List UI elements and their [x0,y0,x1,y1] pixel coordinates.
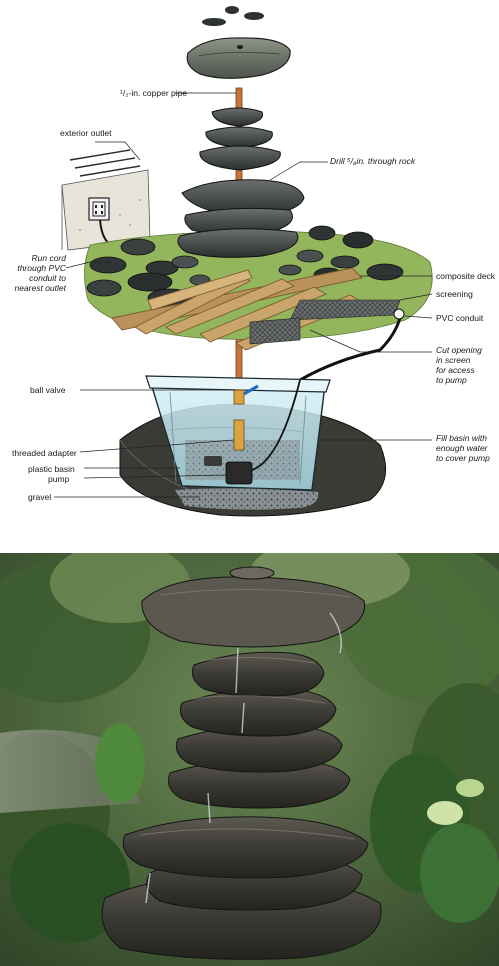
label-run-cord-line: through PVC [17,263,66,273]
label-plastic-basin: plastic basin [28,464,75,474]
label-composite-deck: composite deck [436,271,496,281]
label-cut-opening: Cut opening in screen for access to pump [436,345,482,385]
label-screening: screening [436,289,473,299]
label-fill-basin-line: to cover pump [436,453,490,463]
diagram-illustration [54,6,433,517]
label-fill-basin-line: Fill basin with [436,433,488,443]
screening-mesh-front [249,317,301,345]
foreground-plants [10,723,499,943]
top-cap-rock [186,37,291,79]
threaded-adapter [233,419,245,451]
ball-valve [233,384,259,405]
label-ball-valve: ball valve [30,385,66,395]
water-streams [145,612,342,904]
gravel-bed [175,488,319,510]
fountain-exploded-diagram: ¹/₂-in. copper pipe exterior outlet Dril… [10,6,496,517]
pump [204,379,301,485]
stacked-stone-fountain [101,566,382,960]
stone-highlights [139,588,356,840]
label-cut-opening-line: Cut opening [436,345,482,355]
top-pebbles [202,6,264,26]
stacked-rocks [177,107,305,258]
label-fill-basin: Fill basin with enough water to cover pu… [436,433,490,463]
label-fill-basin-line: enough water [436,443,488,453]
electrical-outlet-icon [88,197,110,221]
fountain-photo [0,553,499,966]
label-threaded-adapter: threaded adapter [12,448,77,458]
fountain-photo-illustration [0,553,499,966]
label-pump: pump [48,474,70,484]
label-run-cord-line: Run cord [31,253,67,263]
label-run-cord-line: nearest outlet [14,283,66,293]
label-run-cord-line: conduit to [29,273,66,283]
leader-lines [54,92,433,498]
label-cut-opening-line: to pump [436,375,467,385]
label-drill: Drill ⁵/₈in. through rock [330,156,416,166]
label-pvc-conduit: PVC conduit [436,313,484,323]
pvc-conduit [299,317,402,382]
label-cut-opening-line: in screen [436,355,471,365]
label-exterior-outlet: exterior outlet [60,128,112,138]
label-gravel: gravel [28,492,52,502]
label-run-cord: Run cord through PVC conduit to nearest … [10,253,66,293]
label-cut-opening-line: for access [436,365,475,375]
label-copper-pipe: ¹/₂-in. copper pipe [120,88,188,98]
